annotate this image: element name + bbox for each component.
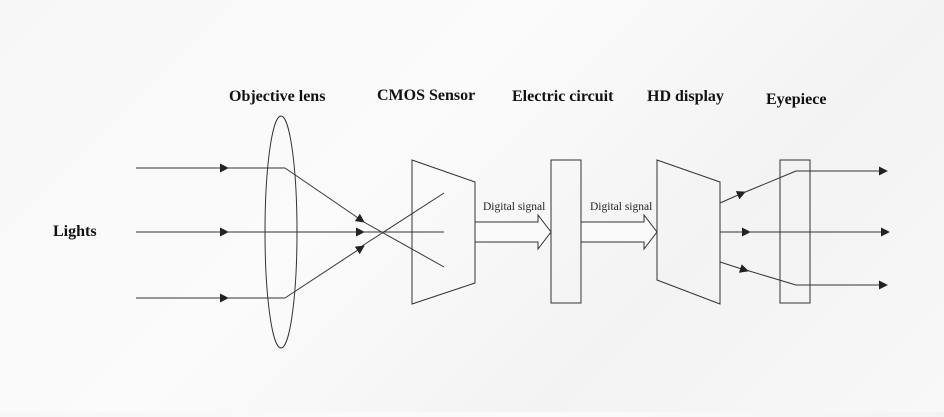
label-electric-circuit: Electric circuit xyxy=(512,88,614,105)
display-ray-bot-cont xyxy=(745,269,797,286)
ray-bot-cross xyxy=(361,192,445,247)
label-cmos-sensor: CMOS Sensor xyxy=(377,87,476,104)
label-hd-display: HD display xyxy=(647,88,724,105)
ray-top-converge xyxy=(284,167,365,223)
hd-display-shape xyxy=(656,159,721,305)
electric-circuit-shape xyxy=(550,159,582,304)
label-digital-signal-2: Digital signal xyxy=(590,201,653,213)
display-ray-bot xyxy=(719,261,749,273)
label-objective-lens: Objective lens xyxy=(229,88,326,105)
display-ray-top-cont xyxy=(742,170,797,194)
ray-bot-converge xyxy=(284,245,365,299)
display-ray-top xyxy=(719,191,746,204)
signal-arrow-1 xyxy=(474,213,552,251)
incoming-rays xyxy=(136,163,285,303)
label-digital-signal-1: Digital signal xyxy=(483,201,546,213)
cmos-sensor-shape xyxy=(411,159,476,305)
signal-arrow-2 xyxy=(580,213,658,251)
outgoing-rays xyxy=(796,166,890,290)
ray-top-cross xyxy=(361,220,445,268)
label-lights: Lights xyxy=(53,223,97,240)
display-rays xyxy=(719,170,797,286)
converging-rays xyxy=(284,167,445,299)
label-eyepiece: Eyepiece xyxy=(766,91,827,108)
